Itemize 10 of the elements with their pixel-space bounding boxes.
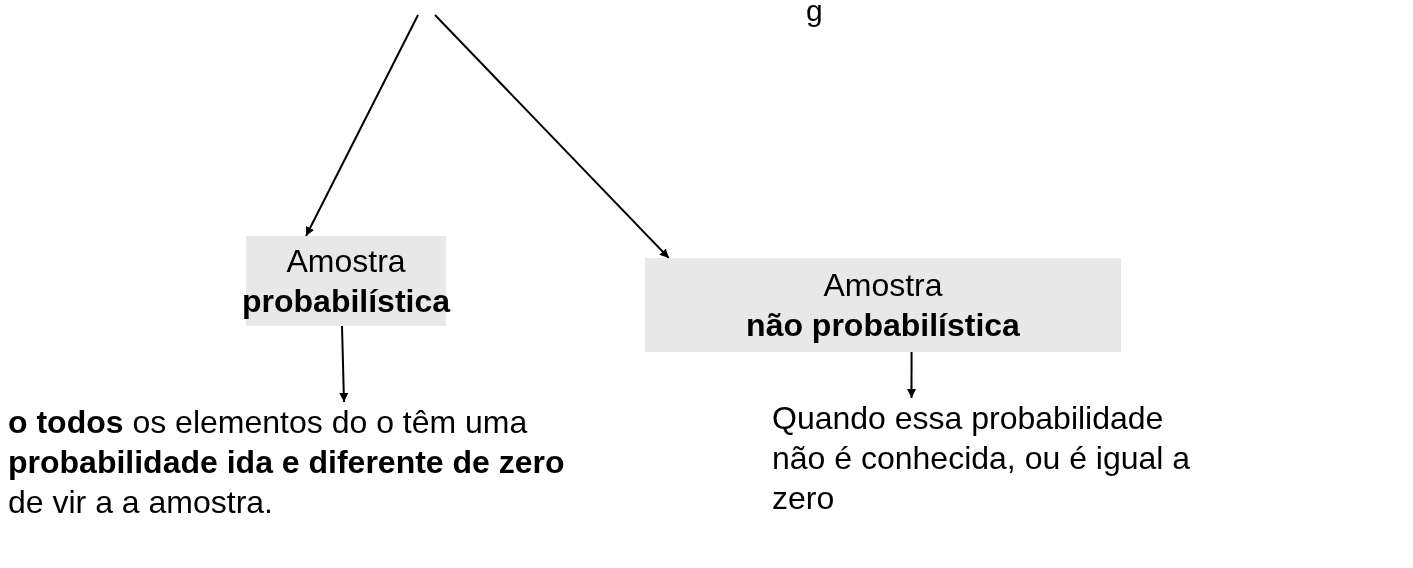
category-label: Amostra probabilística [242,242,451,321]
arrow [434,14,670,259]
arrow [339,325,349,403]
description-text: o todos os elementos do o têm uma probabilidade ida e diferente de zero de vir a a amostra. [8,403,566,522]
category-label: Amostra não probabilística [745,266,1021,345]
category-box [645,258,1121,352]
description-text: Quando essa probabilidade não é conhecida, ou é igual a zero [772,399,1192,518]
heading-text: g [806,0,823,28]
arrow [305,14,419,237]
arrow [907,351,916,399]
